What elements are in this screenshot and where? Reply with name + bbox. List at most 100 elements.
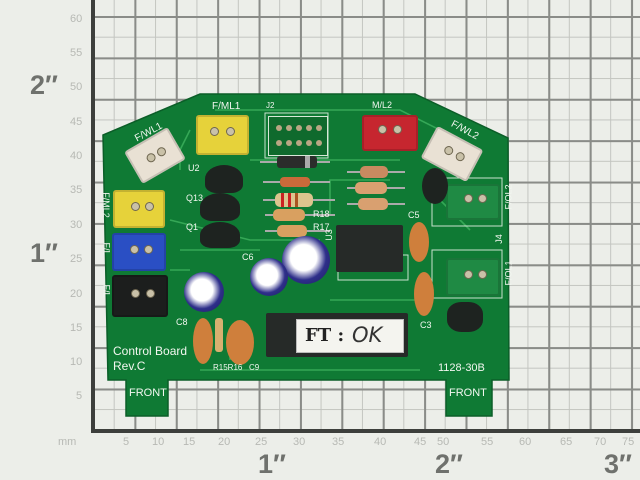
label-j4: J4 <box>493 234 504 244</box>
inch-mark: 1″ <box>258 449 286 479</box>
label-c9: C9 <box>249 363 260 372</box>
ruler-tick: 5 <box>76 390 83 402</box>
label-u3: U3 <box>323 229 334 241</box>
inch-mark: 3″ <box>604 449 632 479</box>
connector-fml2 <box>113 190 165 228</box>
ruler-tick: 60 <box>70 13 83 25</box>
connector-pin <box>144 245 153 254</box>
sensor-component <box>447 302 483 332</box>
board-revision: Rev.C <box>113 359 146 373</box>
header-pins <box>276 125 322 146</box>
ruler-tick: 55 <box>481 436 494 448</box>
ruler-tick: 75 <box>622 436 635 448</box>
label-j2: J2 <box>266 101 275 110</box>
label-u2: U2 <box>188 163 200 173</box>
connector-pin <box>145 202 154 211</box>
connector-pin <box>454 150 467 163</box>
ruler-tick: 45 <box>70 116 83 128</box>
label-fl-black: F/L <box>101 284 112 298</box>
ruler-tick: 10 <box>152 436 165 448</box>
front-tab-right: FRONT <box>449 387 487 399</box>
connector-pin <box>155 145 168 158</box>
ruler-tick: 60 <box>519 436 532 448</box>
ruler-tick: 30 <box>293 436 306 448</box>
label-r17: R17 <box>313 222 330 232</box>
ic-sticker: FT : OK <box>296 319 404 353</box>
label-q1: Q1 <box>186 222 199 232</box>
ceramic-capacitor-c8 <box>193 318 213 364</box>
label-r15r16: R15R16 <box>213 363 243 372</box>
connector-fml1 <box>196 115 249 155</box>
ruler-tick: 25 <box>70 253 83 265</box>
ceramic-capacitor-c5 <box>409 222 429 262</box>
ruler-tick: 40 <box>374 436 387 448</box>
connector-pin <box>464 194 473 203</box>
ruler-tick: 35 <box>332 436 345 448</box>
ruler-tick: 35 <box>70 184 83 196</box>
inch-mark: 2″ <box>30 70 58 100</box>
label-q13: Q13 <box>186 193 204 203</box>
ruler-unit: mm <box>58 436 77 448</box>
connector-fl-blue <box>112 233 166 271</box>
label-fml2: F/ML2 <box>100 192 111 218</box>
connector-pin <box>464 270 473 279</box>
electrolytic-capacitor <box>250 258 288 296</box>
sticker-prefix: FT : <box>305 325 345 346</box>
connector-ml2 <box>362 115 418 151</box>
connector-pin <box>226 127 235 136</box>
board-part-number: 1128-30B <box>438 362 485 374</box>
label-r18: R18 <box>313 209 330 219</box>
electrolytic-capacitor <box>282 236 330 284</box>
ruler-tick: 20 <box>70 288 83 300</box>
ruler-tick: 40 <box>70 150 83 162</box>
label-c3: C3 <box>420 320 432 330</box>
ruler-tick: 65 <box>560 436 573 448</box>
connector-pin <box>210 127 219 136</box>
ceramic-capacitor-c9 <box>226 320 254 365</box>
electrolytic-capacitor <box>184 272 224 312</box>
inch-mark: 1″ <box>30 238 58 268</box>
ruler-tick: 55 <box>70 47 83 59</box>
connector-pin <box>131 289 140 298</box>
ruler-tick: 50 <box>437 436 450 448</box>
connector-fol1 <box>446 258 500 296</box>
ruler-tick: 5 <box>123 436 130 448</box>
ruler-tick: 30 <box>70 219 83 231</box>
mat-border-bottom <box>91 429 640 433</box>
transistor-q13 <box>200 193 240 221</box>
ruler-tick: 10 <box>70 356 83 368</box>
label-fol2: F/OL2 <box>503 184 514 210</box>
connector-pin <box>478 194 487 203</box>
connector-pin <box>144 151 158 164</box>
label-fl-blue: F/L <box>101 242 112 256</box>
ruler-tick: 20 <box>218 436 231 448</box>
ruler-tick: 25 <box>255 436 268 448</box>
resistors-diode <box>260 156 405 237</box>
ic-main: FT : OK <box>266 313 408 357</box>
transistor-right <box>422 168 448 204</box>
resistor-r15 <box>215 318 223 352</box>
ruler-tick: 15 <box>183 436 196 448</box>
label-c6: C6 <box>242 252 254 262</box>
transistor-u2 <box>205 165 243 193</box>
inch-mark: 2″ <box>435 449 463 479</box>
ic-u3 <box>336 225 403 272</box>
label-fol1: F/OL1 <box>503 260 514 286</box>
ruler-tick: 15 <box>70 322 83 334</box>
connector-pin <box>131 202 140 211</box>
label-c8: C8 <box>176 317 188 327</box>
label-c5: C5 <box>408 210 420 220</box>
connector-fl-black <box>112 275 168 317</box>
ruler-tick: 70 <box>594 436 607 448</box>
connector-pin <box>478 270 487 279</box>
transistor-q1 <box>200 222 240 248</box>
header-j2 <box>268 116 328 156</box>
label-ml2: M/L2 <box>372 100 393 110</box>
connector-fol2 <box>446 184 500 220</box>
connector-pin <box>130 245 139 254</box>
connector-pin <box>393 125 402 134</box>
label-fml1: F/ML1 <box>212 101 241 112</box>
ruler-tick: 45 <box>414 436 427 448</box>
connector-pin <box>146 289 155 298</box>
connector-pin <box>378 125 387 134</box>
